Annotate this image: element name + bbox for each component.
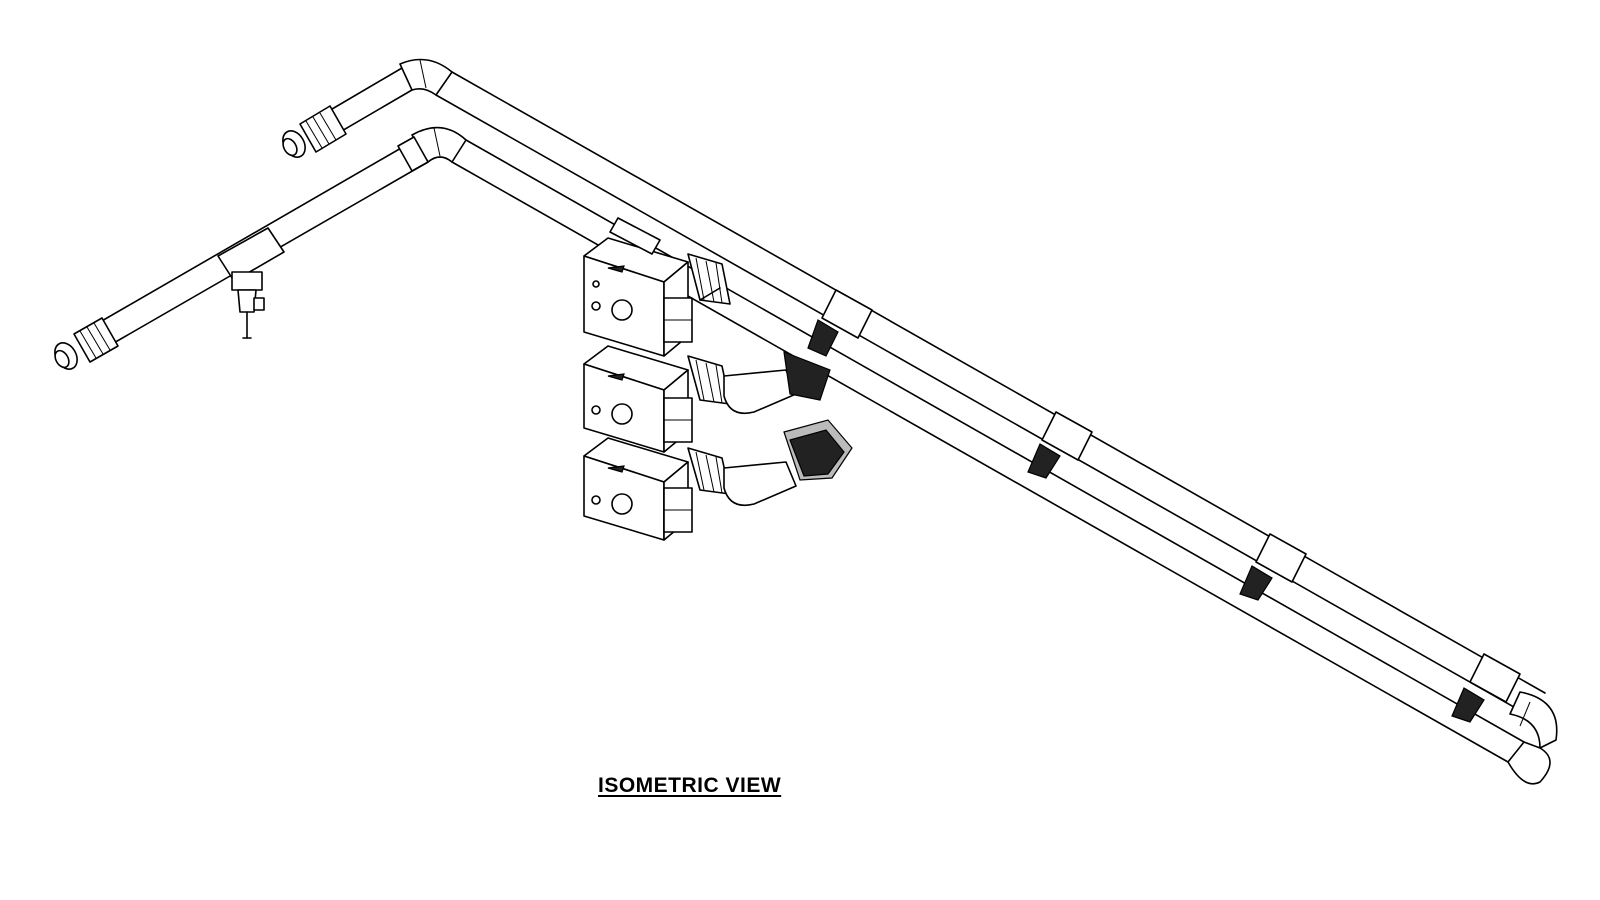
valve-box-3	[583, 419, 853, 541]
tee-nozzle-4	[1451, 653, 1521, 723]
lower-outlet-fitting	[54, 317, 119, 370]
valve-stack	[583, 217, 853, 541]
view-title: ISOMETRIC VIEW	[598, 774, 782, 797]
valve-box-2	[583, 345, 831, 453]
tee-nozzle-3	[1239, 533, 1307, 601]
upper-outlet-fitting	[282, 105, 347, 158]
tee-nozzle-1	[807, 289, 873, 357]
drain-valve-tee	[217, 227, 285, 339]
valve-box-1	[583, 237, 731, 357]
tee-nozzle-2	[1027, 411, 1093, 479]
upper-pipe-run	[326, 58, 1546, 716]
return-bend	[1507, 691, 1558, 785]
